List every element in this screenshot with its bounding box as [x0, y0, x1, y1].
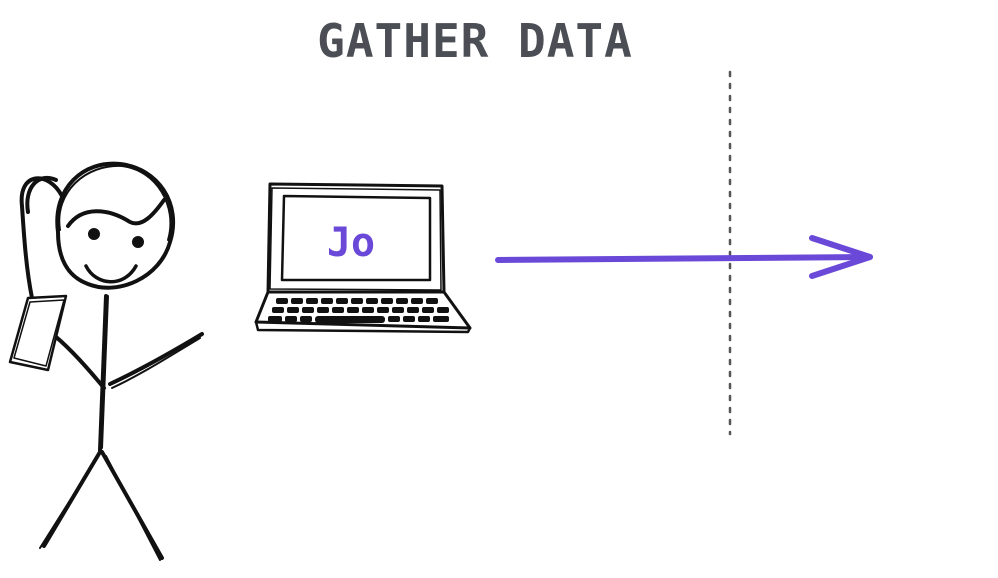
arrow-right-icon [495, 235, 873, 279]
stick-figure-icon [19, 161, 204, 561]
diagram-title: GATHER DATA [317, 14, 633, 68]
phone-icon [8, 294, 68, 372]
laptop-icon: Jo [254, 182, 472, 334]
laptop-screen-text: Jo [327, 220, 375, 266]
